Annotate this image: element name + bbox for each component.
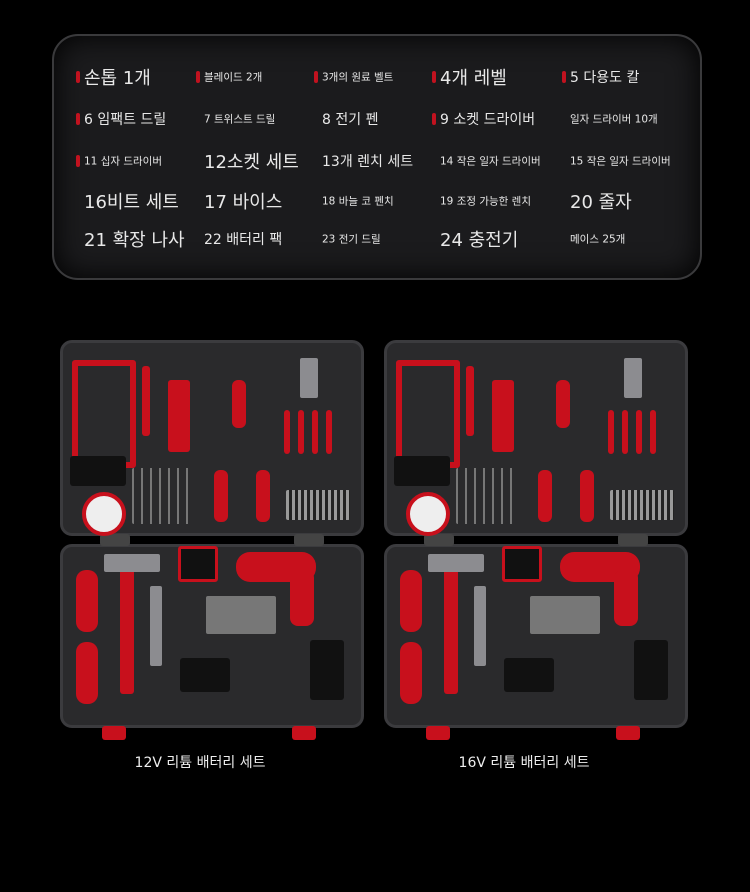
wrench-icon (150, 586, 162, 666)
item-label: 21 확장 나사 (84, 230, 185, 251)
item-label: 18 바늘 코 펜치 (322, 195, 394, 208)
item-label: 3개의 원료 벨트 (322, 71, 394, 84)
item-label: 13개 렌치 세트 (322, 154, 414, 170)
red-marker-icon (432, 71, 436, 83)
screwdriver-icon (556, 380, 570, 428)
item-label: 메이스 25개 (570, 233, 626, 246)
kit-caption: 12V 리튬 배터리 세트 (134, 755, 266, 771)
item-label: 6 임팩트 드릴 (84, 112, 167, 128)
tape-measure-icon (178, 546, 218, 582)
tape-roll-icon (82, 492, 126, 536)
screwdriver-icon (232, 380, 246, 428)
item-label: 12소켓 세트 (204, 152, 299, 173)
kit-caption: 16V 리튬 배터리 세트 (458, 755, 590, 771)
hacksaw-icon (72, 360, 136, 468)
item-label: 블레이드 2개 (204, 71, 263, 84)
item-label: 17 바이스 (204, 192, 283, 213)
item-label: 22 배터리 팩 (204, 232, 283, 248)
toolbox-image (384, 340, 688, 740)
tape-roll-icon (406, 492, 450, 536)
charger-icon (310, 640, 344, 700)
item-label: 14 작은 일자 드라이버 (440, 155, 541, 168)
item-label: 16비트 세트 (84, 192, 179, 213)
battery-icon (180, 658, 230, 692)
tape-measure-icon (502, 546, 542, 582)
item-label: 7 트위스트 드릴 (204, 113, 276, 126)
hacksaw-icon (396, 360, 460, 468)
item-label: 일자 드라이버 10개 (570, 113, 658, 126)
red-marker-icon (314, 71, 318, 83)
item-label: 23 전기 드릴 (322, 233, 381, 246)
battery-icon (504, 658, 554, 692)
level-icon (168, 380, 190, 452)
red-marker-icon (76, 113, 80, 125)
charger-icon (634, 640, 668, 700)
item-label: 11 십자 드라이버 (84, 155, 162, 168)
item-label: 19 조정 가능한 렌치 (440, 195, 531, 208)
pliers-icon (400, 570, 422, 632)
item-label: 24 충전기 (440, 230, 519, 251)
item-label: 9 소켓 드라이버 (440, 112, 536, 128)
item-label: 4개 레벨 (440, 68, 507, 89)
item-label: 8 전기 펜 (322, 112, 379, 128)
red-marker-icon (562, 71, 566, 83)
item-label: 20 줄자 (570, 192, 632, 213)
hammer-icon (120, 554, 134, 694)
red-marker-icon (76, 155, 80, 167)
red-marker-icon (196, 71, 200, 83)
hammer-icon (444, 554, 458, 694)
item-label: 손톱 1개 (84, 68, 151, 89)
item-label: 15 작은 일자 드라이버 (570, 155, 671, 168)
toolbox-image (60, 340, 364, 740)
red-marker-icon (76, 71, 80, 83)
level-icon (492, 380, 514, 452)
red-marker-icon (432, 113, 436, 125)
wrench-icon (474, 586, 486, 666)
item-label: 5 다용도 칼 (570, 70, 640, 86)
item-list-panel: 손톱 1개 블레이드 2개 3개의 원료 벨트 4개 레벨 5 다용도 칼 6 임팩트 드… (52, 34, 702, 280)
pliers-icon (76, 570, 98, 632)
